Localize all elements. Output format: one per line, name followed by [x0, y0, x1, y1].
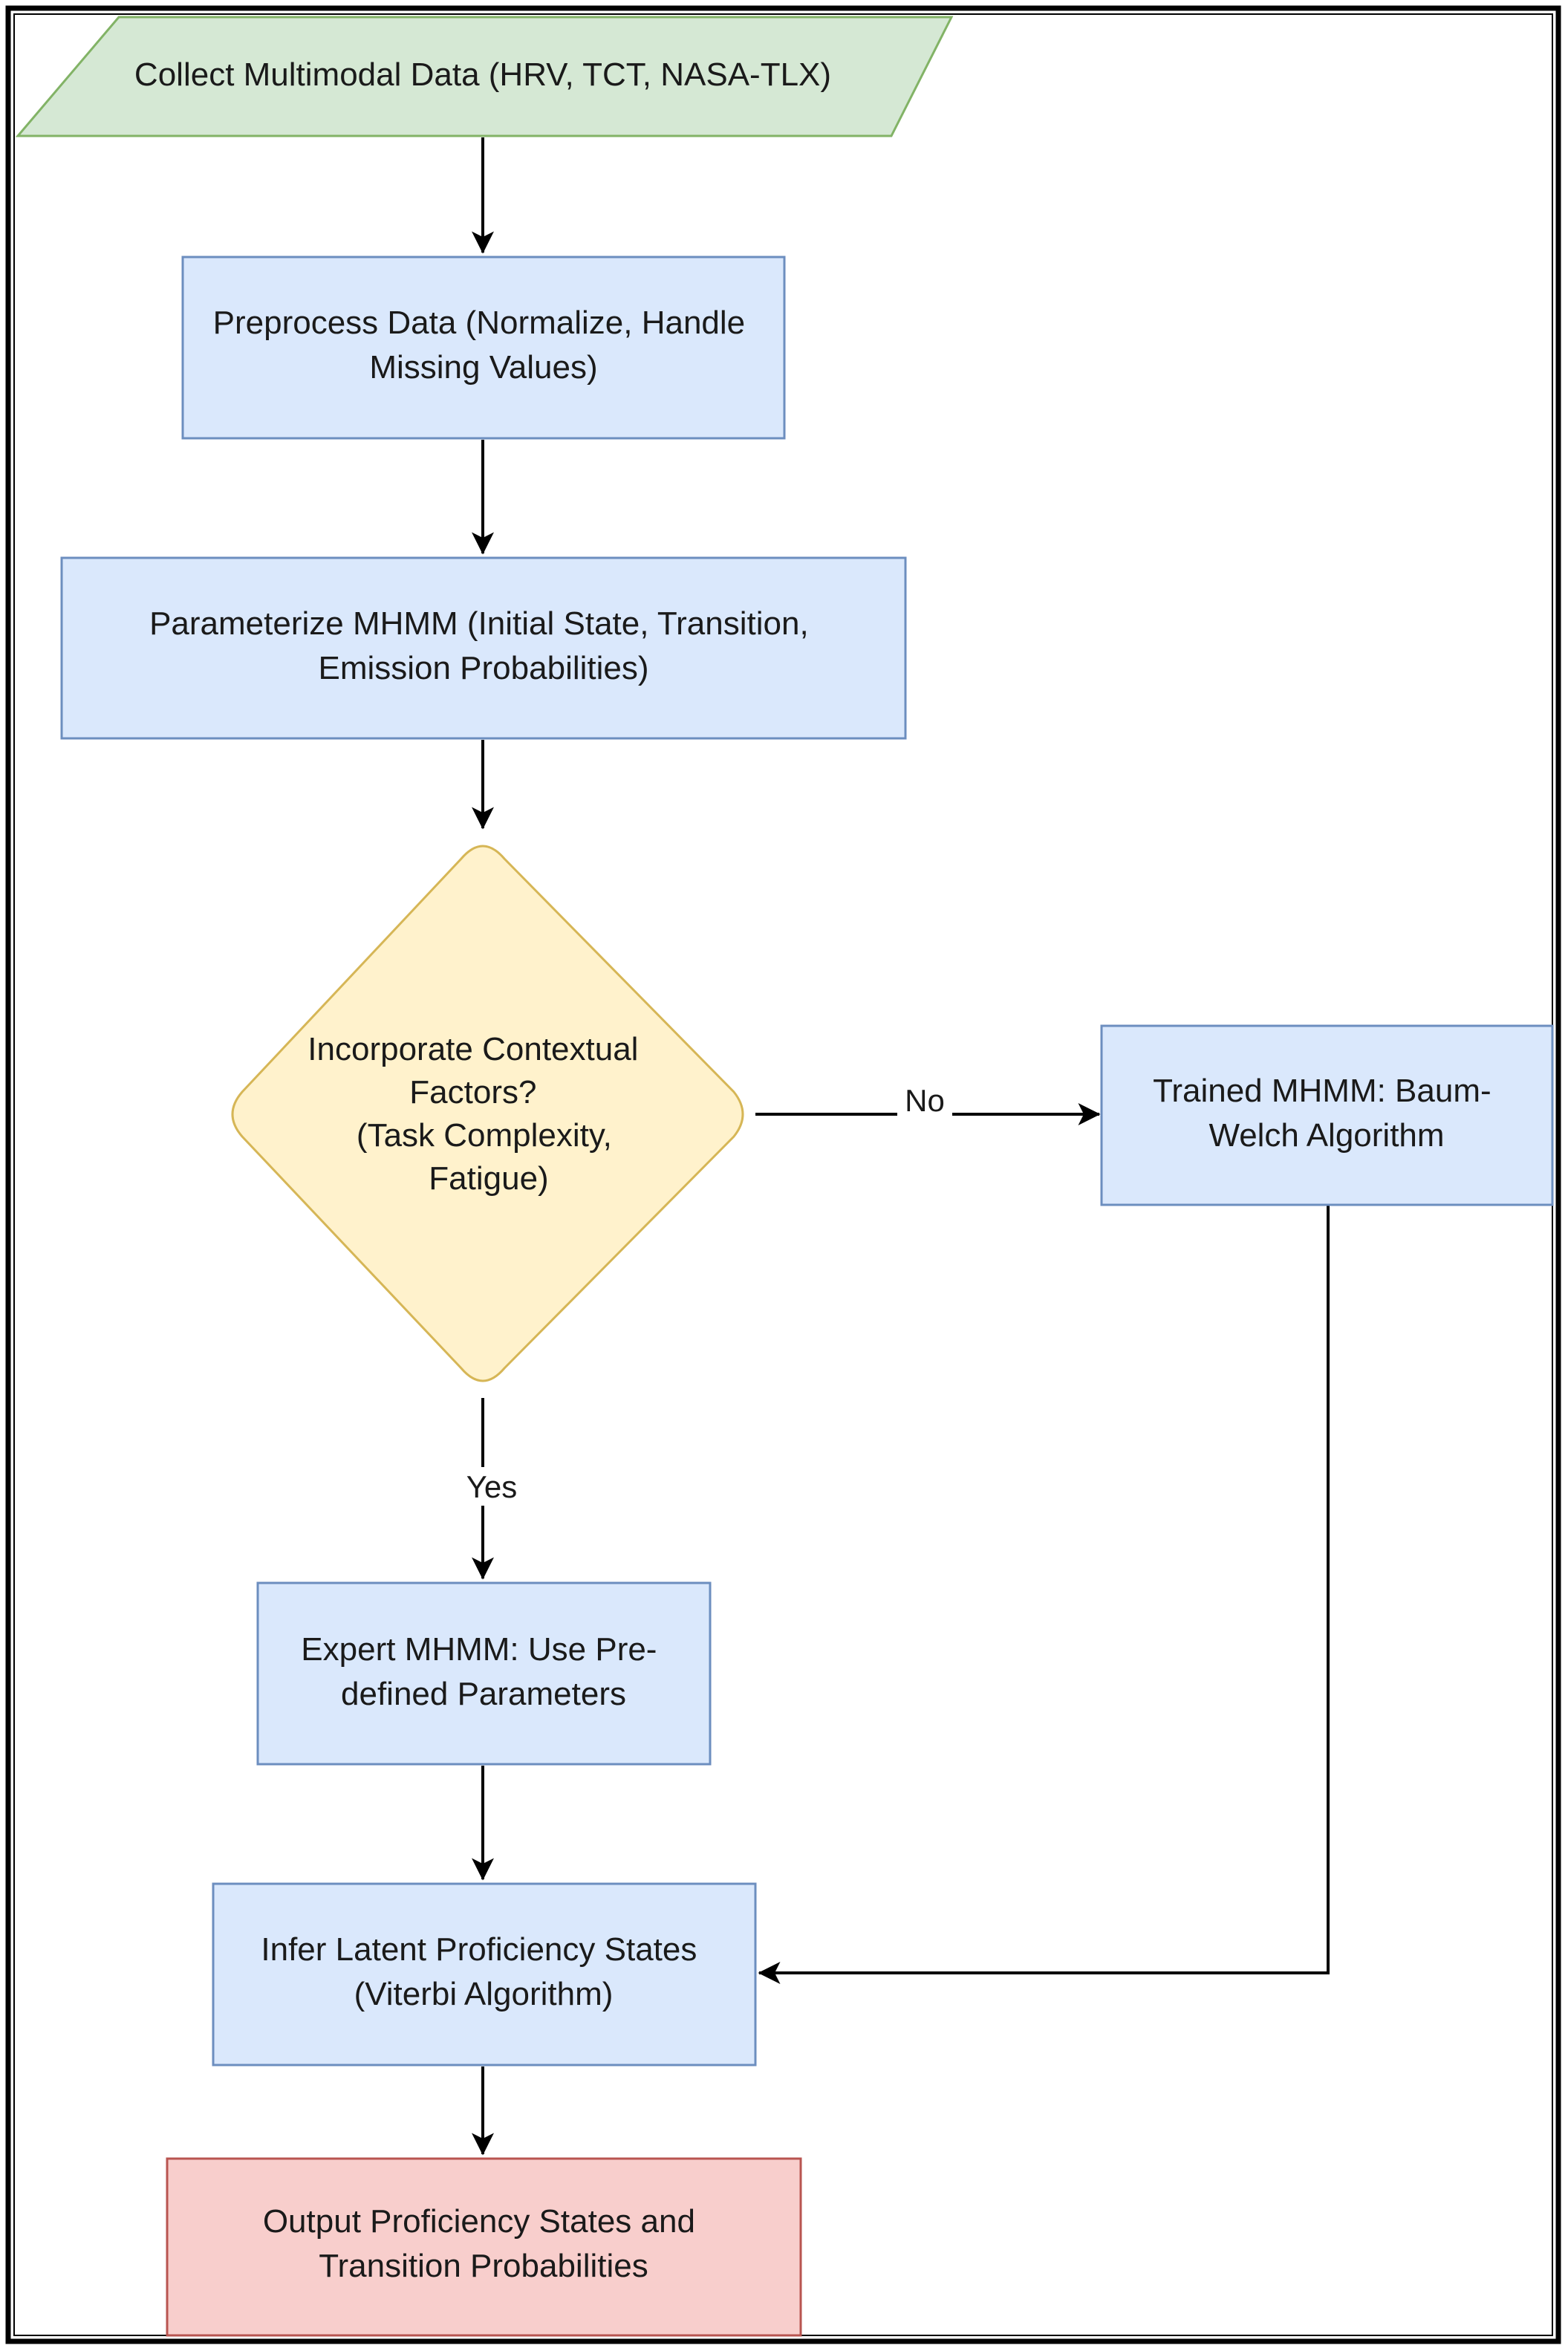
node-decision-line-4: Fatigue) [429, 1160, 548, 1197]
node-preprocess-data-line-2: Missing Values) [369, 349, 597, 386]
edge-label-no: No [905, 1083, 945, 1118]
node-infer-latent-states-shape [212, 1882, 757, 2067]
node-collect-data: Collect Multimodal Data (HRV, TCT, NASA-… [15, 16, 954, 137]
node-preprocess-data-shape [181, 256, 786, 440]
node-output-proficiency-shape [166, 2157, 802, 2337]
node-expert-mhmm-text: Expert MHMM: Use Pre- defined Parameters [301, 1631, 666, 1712]
node-collect-data-shape [15, 16, 954, 137]
edge-label-no-bg [897, 1082, 952, 1120]
node-trained-mhmm: Trained MHMM: Baum- Welch Algorithm [1100, 1024, 1554, 1206]
node-output-proficiency-text: Output Proficiency States and Transition… [263, 2203, 704, 2284]
node-decision-line-2: Factors? [409, 1074, 536, 1111]
node-decision-line-3: (Task Complexity, [357, 1117, 612, 1154]
node-expert-mhmm-line-1: Expert MHMM: Use Pre- [301, 1631, 657, 1668]
node-preprocess-data-text: Preprocess Data (Normalize, Handle Missi… [213, 305, 755, 386]
node-expert-mhmm-line-2: defined Parameters [341, 1676, 626, 1712]
node-expert-mhmm-shape [256, 1581, 712, 1766]
node-collect-data-line-1: Collect Multimodal Data (HRV, TCT, NASA-… [134, 56, 831, 93]
node-infer-latent-states-text: Infer Latent Proficiency States (Viterbi… [261, 1931, 706, 2012]
node-decision-contextual-factors: Incorporate Contextual Factors? (Task Co… [231, 845, 744, 1382]
node-parameterize-mhmm-text: Parameterize MHMM (Initial State, Transi… [149, 605, 818, 686]
node-parameterize-mhmm-line-2: Emission Probabilities) [318, 650, 648, 686]
node-trained-mhmm-shape [1100, 1024, 1554, 1206]
node-parameterize-mhmm-shape [60, 556, 907, 740]
node-output-proficiency: Output Proficiency States and Transition… [166, 2157, 802, 2337]
node-decision-shape [231, 845, 744, 1382]
edge-label-yes-bg [459, 1467, 524, 1506]
node-infer-latent-states-line-2: (Viterbi Algorithm) [354, 1976, 614, 2012]
node-infer-latent-states-line-1: Infer Latent Proficiency States [261, 1931, 697, 1968]
node-preprocess-data: Preprocess Data (Normalize, Handle Missi… [181, 256, 786, 440]
node-decision-line-1: Incorporate Contextual [308, 1031, 638, 1067]
node-parameterize-mhmm-line-1: Parameterize MHMM (Initial State, Transi… [149, 605, 809, 642]
node-trained-mhmm-text: Trained MHMM: Baum- Welch Algorithm [1153, 1073, 1500, 1154]
node-infer-latent-states: Infer Latent Proficiency States (Viterbi… [212, 1882, 757, 2067]
edge-label-yes: Yes [466, 1469, 518, 1504]
edge-trained-to-infer [758, 1205, 1330, 1984]
node-output-proficiency-line-1: Output Proficiency States and [263, 2203, 695, 2240]
node-trained-mhmm-line-2: Welch Algorithm [1208, 1117, 1444, 1154]
node-expert-mhmm: Expert MHMM: Use Pre- defined Parameters [256, 1581, 712, 1766]
node-output-proficiency-line-2: Transition Probabilities [319, 2248, 648, 2284]
node-trained-mhmm-line-1: Trained MHMM: Baum- [1153, 1073, 1491, 1109]
outer-frame [5, 5, 1561, 2344]
node-parameterize-mhmm: Parameterize MHMM (Initial State, Transi… [60, 556, 907, 740]
node-decision-text: Incorporate Contextual Factors? (Task Co… [308, 1031, 647, 1197]
node-preprocess-data-line-1: Preprocess Data (Normalize, Handle [213, 305, 746, 341]
node-collect-data-text: Collect Multimodal Data (HRV, TCT, NASA-… [134, 56, 831, 93]
